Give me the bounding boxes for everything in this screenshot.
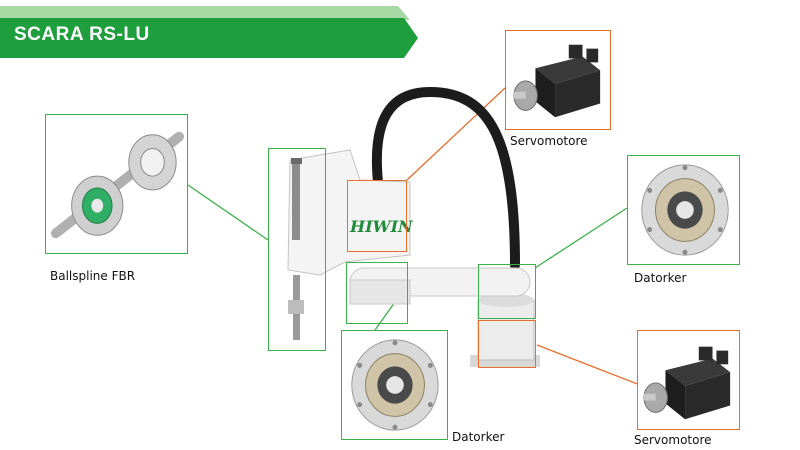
robot-logo-mark: HIWIN xyxy=(349,217,414,236)
label-ballspline: Ballspline FBR xyxy=(50,269,136,283)
callout-ballspline xyxy=(45,114,188,254)
ballspline-shaft-icon xyxy=(50,131,185,239)
callout-datorker-right xyxy=(627,155,740,265)
highlight-ballspline-axis xyxy=(268,148,326,351)
label-servo-top: Servomotore xyxy=(510,134,588,148)
robot-cable xyxy=(371,86,520,270)
highlight-servo-base xyxy=(478,320,536,368)
callout-servo-top xyxy=(505,30,611,130)
callout-datorker-bottom xyxy=(341,330,448,440)
robot-upper-body xyxy=(287,149,411,276)
connector-ballspline xyxy=(187,184,269,241)
reducer-gear-icon xyxy=(641,164,729,256)
title-banner xyxy=(0,6,418,58)
robot-spline-nut xyxy=(288,300,304,314)
connector-datorker-bottom xyxy=(374,301,396,331)
banner-green-bar xyxy=(0,18,418,58)
banner-light-stripe xyxy=(0,6,410,20)
highlight-joint-lower xyxy=(346,262,408,324)
connector-servo-top xyxy=(406,87,506,181)
connector-datorker-right xyxy=(534,207,628,269)
robot-spline-shaft xyxy=(292,160,300,240)
callout-servo-bottom xyxy=(637,330,740,430)
robot-spline-cap xyxy=(291,158,302,164)
highlight-servo-top xyxy=(347,180,407,252)
connector-servo-bottom xyxy=(536,344,641,386)
label-servo-bottom: Servomotore xyxy=(634,433,712,447)
highlight-joint-base xyxy=(478,264,536,319)
reducer-gear-icon xyxy=(351,339,439,431)
label-datorker-right: Datorker xyxy=(634,271,687,285)
robot-joint-block xyxy=(349,279,411,305)
label-datorker-bottom: Datorker xyxy=(452,430,505,444)
servo-motor-icon xyxy=(513,44,601,118)
page-title: SCARA RS-LU xyxy=(14,24,150,45)
servo-motor-icon xyxy=(643,346,731,420)
